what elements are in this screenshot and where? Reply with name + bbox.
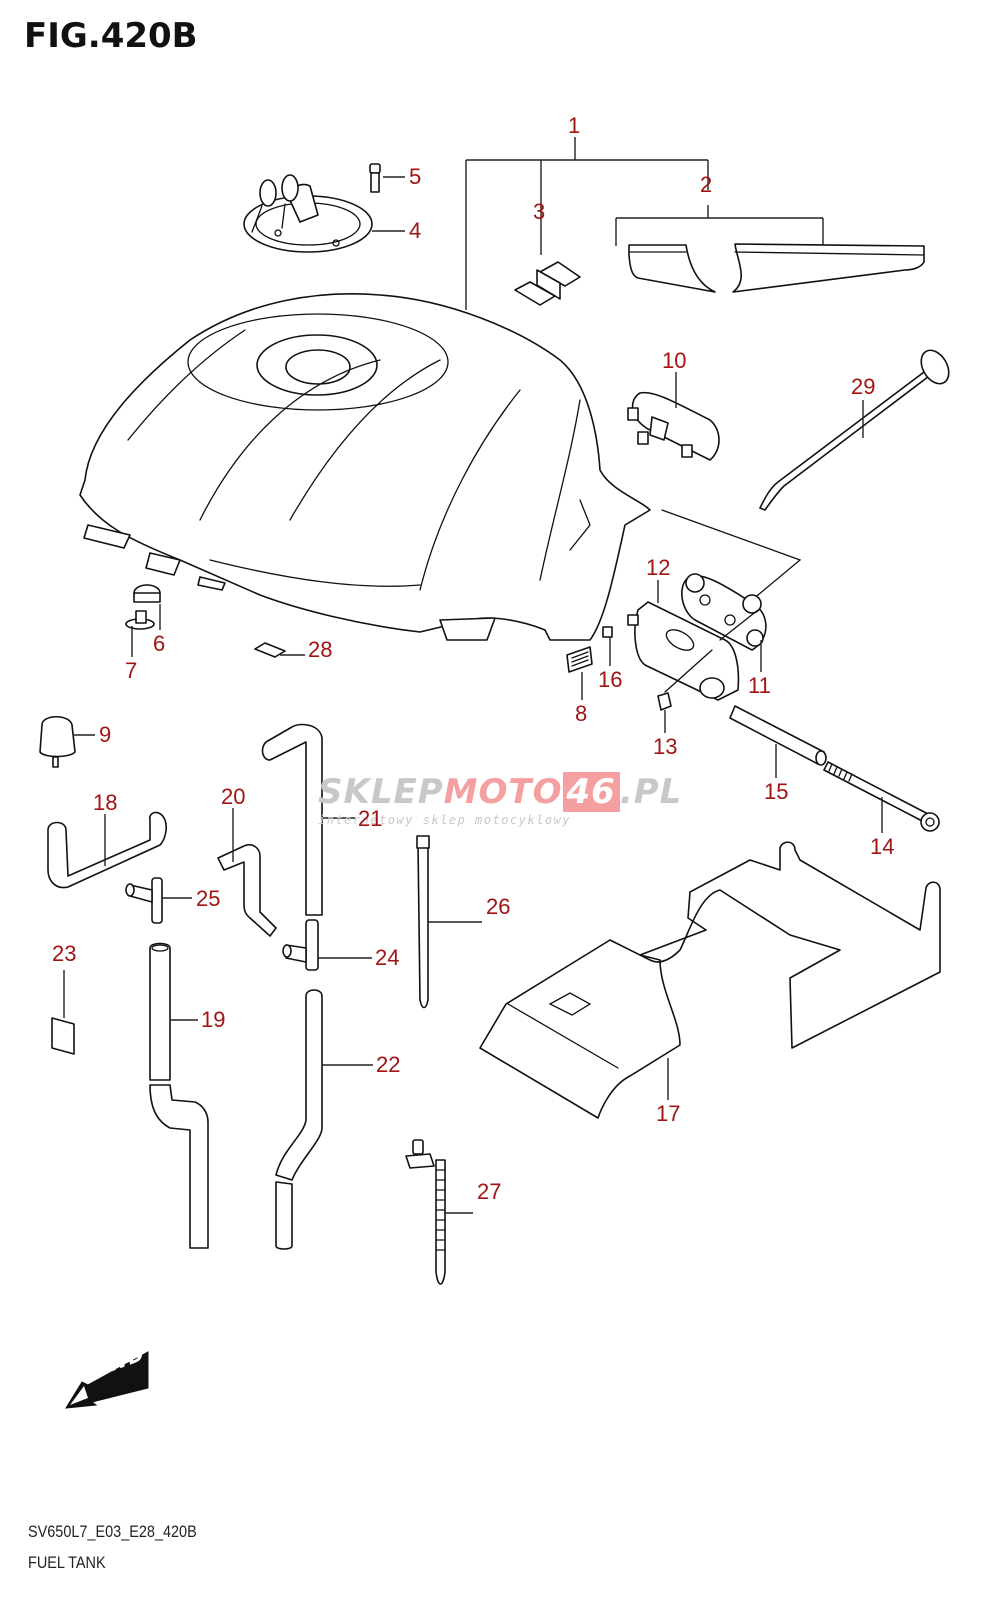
section-name: FUEL TANK — [28, 1553, 106, 1572]
bolt-icon — [823, 761, 940, 832]
tank-side-covers-icon — [628, 243, 925, 293]
leader-group-1 — [465, 137, 824, 310]
callout-22[interactable]: 22 — [376, 1052, 401, 1077]
rear-mount-bracket-icon — [627, 391, 720, 461]
t-joint-25-icon — [125, 877, 163, 924]
callout-15[interactable]: 15 — [764, 779, 789, 804]
callout-24[interactable]: 24 — [375, 945, 400, 970]
spacer-icon — [729, 705, 827, 766]
figure-title: FIG.420B — [24, 16, 198, 56]
callout-16[interactable]: 16 — [598, 667, 623, 692]
watermark-part-4: .PL — [619, 772, 683, 812]
callout-19[interactable]: 19 — [201, 1007, 226, 1032]
label-8-icon — [566, 646, 593, 673]
callout-5[interactable]: 5 — [409, 164, 422, 189]
callout-4[interactable]: 4 — [409, 218, 422, 243]
watermark-part-2: MOTO — [443, 772, 563, 812]
hose-20-icon — [217, 843, 277, 937]
callout-14[interactable]: 14 — [870, 834, 895, 859]
callout-17[interactable]: 17 — [656, 1101, 681, 1126]
bracket-connection-line — [664, 609, 759, 693]
callout-1[interactable]: 1 — [568, 113, 581, 138]
clip-nut-icon — [602, 626, 613, 638]
callout-7[interactable]: 7 — [125, 658, 138, 683]
label-28-icon — [254, 642, 286, 658]
callout-9[interactable]: 9 — [99, 722, 112, 747]
callout-28[interactable]: 28 — [308, 637, 333, 662]
callout-29[interactable]: 29 — [851, 374, 876, 399]
callout-10[interactable]: 10 — [662, 348, 687, 373]
callout-20[interactable]: 20 — [221, 784, 246, 809]
callout-8[interactable]: 8 — [575, 701, 588, 726]
label-23-icon — [51, 1017, 75, 1055]
fwd-direction-marker: FWD — [90, 1341, 147, 1381]
t-joint-24-icon — [282, 919, 319, 971]
hose-19-icon — [149, 942, 209, 1249]
cable-tie-icon — [416, 835, 430, 1009]
callout-27[interactable]: 27 — [477, 1179, 502, 1204]
clamp-tie-icon — [405, 1139, 446, 1285]
watermark-part-3: 46 — [562, 772, 620, 812]
callout-21[interactable]: 21 — [358, 806, 383, 831]
cushion-cap-icon — [39, 715, 76, 768]
watermark-tagline: internetowy sklep motocyklowy — [318, 813, 572, 827]
callout-3[interactable]: 3 — [533, 199, 546, 224]
forward-arrow-icon — [65, 1351, 149, 1409]
hose-22-icon — [275, 989, 323, 1250]
cushion-icon — [133, 584, 161, 603]
prop-rod-icon — [759, 349, 950, 511]
hose-21-icon — [261, 723, 323, 916]
model-code: SV650L7_E03_E28_420B — [28, 1522, 197, 1541]
hinge-connection-line — [661, 509, 802, 601]
fwd-label: FWD — [90, 1341, 147, 1381]
watermark-part-1: SKLEP — [318, 772, 444, 812]
cap-screw-icon — [369, 163, 381, 193]
callout-13[interactable]: 13 — [653, 734, 678, 759]
callout-18[interactable]: 18 — [93, 790, 118, 815]
callout-2[interactable]: 2 — [700, 172, 713, 197]
nut-icon — [657, 692, 672, 711]
mounting-bracket-icon — [627, 601, 740, 701]
hose-18-icon — [47, 811, 167, 889]
callout-26[interactable]: 26 — [486, 894, 511, 919]
suzuki-emblem-icon — [514, 261, 581, 306]
hinge-bracket-icon — [681, 573, 767, 651]
callout-25[interactable]: 25 — [196, 886, 221, 911]
callout-11[interactable]: 11 — [748, 673, 771, 698]
heat-shield-plate-icon — [479, 841, 941, 1119]
fuel-cap-icon — [243, 174, 373, 253]
fuel-tank-icon — [79, 293, 651, 641]
collar-icon — [125, 610, 155, 630]
callout-23[interactable]: 23 — [52, 941, 77, 966]
callout-12[interactable]: 12 — [646, 555, 671, 580]
callout-6[interactable]: 6 — [153, 631, 166, 656]
